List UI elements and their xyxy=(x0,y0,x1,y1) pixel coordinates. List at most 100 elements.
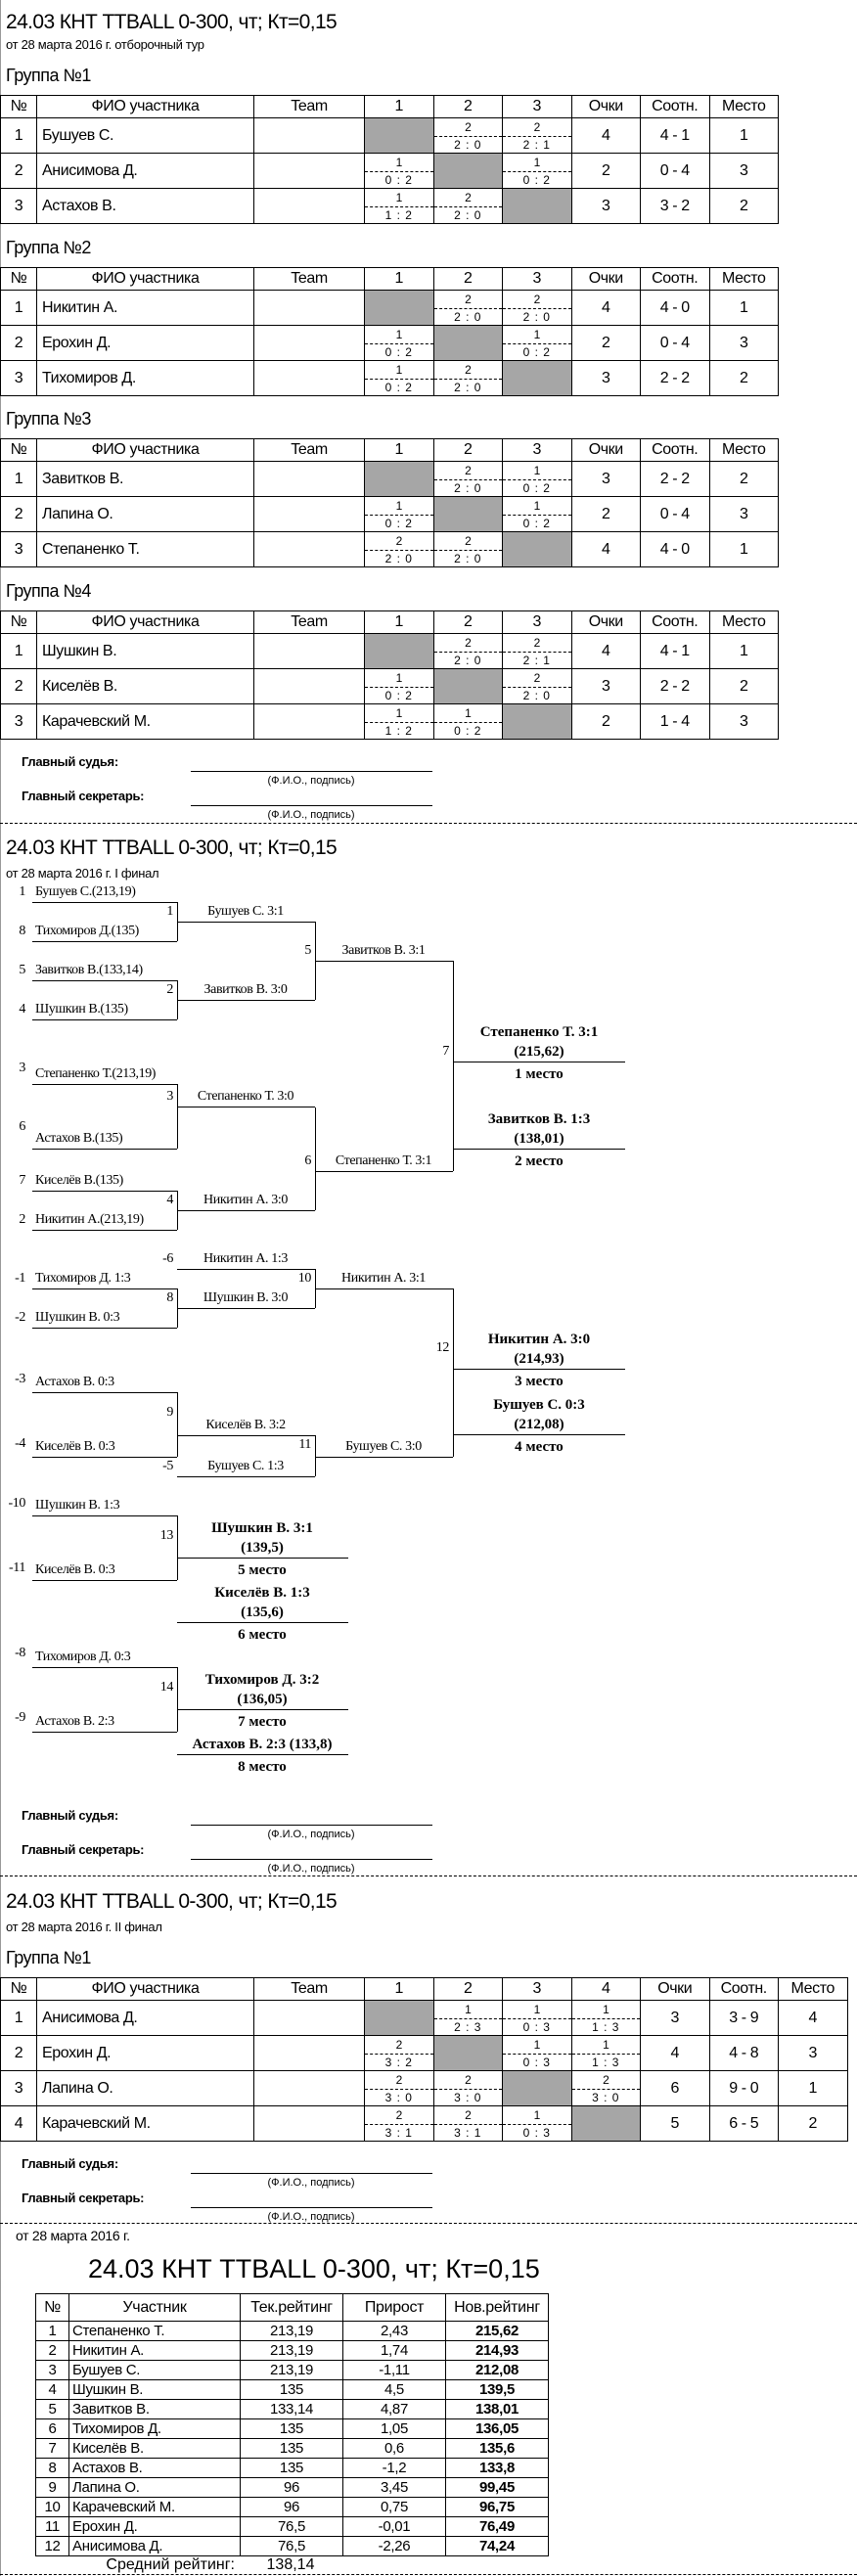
final2-judge-label: Главный судья: xyxy=(22,2156,118,2171)
games-ratio: 0 - 4 xyxy=(640,496,710,532)
match-points: 2 xyxy=(395,2108,403,2122)
participant-team xyxy=(253,2035,365,2071)
bracket-entry-line xyxy=(32,1019,177,1020)
bracket-seed: -11 xyxy=(9,1560,25,1575)
match-points: 2 xyxy=(533,293,541,306)
match-number: 12 xyxy=(435,1340,450,1355)
match-score: 3 : 2 xyxy=(365,2054,433,2070)
match-number: 1 xyxy=(166,904,173,919)
final-place: 3 xyxy=(708,153,779,189)
header-place: Место xyxy=(778,1977,848,2001)
match-score: 2 : 0 xyxy=(433,308,502,325)
protocol-title: 24.03 КНТ TTBALL 0-300, чт; Кт=0,15 xyxy=(6,836,338,859)
games-ratio: 3 - 2 xyxy=(640,188,710,224)
bracket-entry: Тихомиров Д.(135) xyxy=(35,924,139,938)
bracket-seed: 2 xyxy=(19,1212,25,1227)
participant-name: Никитин А. xyxy=(68,2340,241,2361)
match-score: 0 : 2 xyxy=(503,343,571,360)
match-points: 2 xyxy=(465,191,472,204)
result-line xyxy=(177,1709,348,1710)
games-ratio: 4 - 1 xyxy=(640,633,710,669)
round2-winner: Бушуев С. 1:3 xyxy=(207,1459,284,1473)
page-left-border xyxy=(0,0,1,2576)
bracket-entry-line xyxy=(32,1732,177,1733)
total-points: 2 xyxy=(570,703,641,740)
match-points: 2 xyxy=(533,120,541,134)
rating-increase: -1,2 xyxy=(342,2458,446,2478)
header-opponent-3: 3 xyxy=(502,610,572,634)
rating-increase: 2,43 xyxy=(342,2321,446,2341)
match-score: 2 : 0 xyxy=(433,652,502,668)
match-points: 2 xyxy=(395,2073,403,2087)
header-opponent-3: 3 xyxy=(502,95,572,118)
match-points: 2 xyxy=(465,2073,472,2087)
round2-winner: Шушкин В. 3:0 xyxy=(203,1290,289,1305)
header-ratio: Соотн. xyxy=(708,1977,779,2001)
final-place: 3 xyxy=(778,2035,848,2071)
total-points: 2 xyxy=(570,153,641,189)
match-points: 1 xyxy=(533,156,541,169)
games-ratio: 2 - 2 xyxy=(640,461,710,497)
match-points: 2 xyxy=(465,2108,472,2122)
result-line xyxy=(177,1754,348,1755)
match-score: 2 : 1 xyxy=(503,136,571,153)
participant-name: Бушуев С. xyxy=(36,117,254,154)
participant-name: Степаненко Т. xyxy=(36,531,254,567)
participant-name: Лапина О. xyxy=(68,2477,241,2498)
header-team: Team xyxy=(253,438,365,462)
header-place: Место xyxy=(708,95,779,118)
result-rating: (135,6) xyxy=(241,1604,284,1620)
match-points: 2 xyxy=(465,363,472,377)
rating-increase: -1,11 xyxy=(342,2360,446,2380)
match-points: 2 xyxy=(395,2038,403,2052)
participant-name: Анисимова Д. xyxy=(36,2000,254,2036)
bracket-line xyxy=(177,1308,315,1309)
bracket-entry: Бушуев С.(213,19) xyxy=(35,884,136,899)
self-match-cell xyxy=(364,290,434,326)
bracket-connector xyxy=(177,1288,178,1328)
bracket-entry-line xyxy=(32,1667,177,1668)
bracket-connector xyxy=(315,1269,316,1308)
bracket-entry: Степаненко Т.(213,19) xyxy=(35,1066,157,1081)
group-heading: Группа №1 xyxy=(6,66,91,85)
match-points: 1 xyxy=(533,2003,541,2016)
participant-team xyxy=(253,496,365,532)
round2-winner: Бушуев С. 3:1 xyxy=(207,904,284,919)
result-place: 7 место xyxy=(238,1714,287,1730)
header-opponent-1: 1 xyxy=(364,267,434,291)
match-points: 1 xyxy=(395,706,403,720)
bracket-line xyxy=(177,1000,315,1001)
games-ratio: 2 - 2 xyxy=(640,668,710,704)
match-number: 3 xyxy=(166,1089,173,1104)
row-num: 1 xyxy=(0,290,37,326)
bracket-seed: 7 xyxy=(19,1173,25,1188)
bracket-connector xyxy=(315,1435,316,1476)
final-place: 2 xyxy=(708,668,779,704)
row-num: 9 xyxy=(35,2477,69,2498)
match-score: 2 : 0 xyxy=(433,550,502,566)
match-points: 2 xyxy=(465,293,472,306)
self-match-cell xyxy=(502,188,572,224)
qualifying-judge-caption: (Ф.И.О., подпись) xyxy=(267,774,355,787)
bracket-entry-line xyxy=(32,1515,177,1516)
final1-judge-caption: (Ф.И.О., подпись) xyxy=(267,1828,355,1840)
